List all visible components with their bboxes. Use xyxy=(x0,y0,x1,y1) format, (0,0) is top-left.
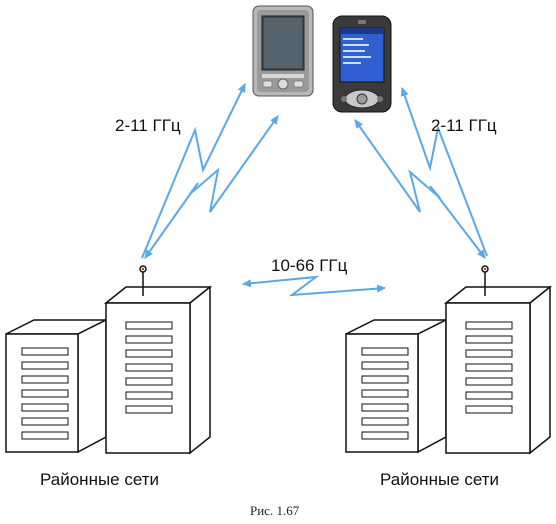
antenna-icon xyxy=(139,265,147,296)
left-building-label: Районные сети xyxy=(40,470,160,489)
figure-caption: Рис. 1.67 xyxy=(250,503,300,518)
pda-icon xyxy=(252,5,314,97)
smartphone-icon xyxy=(332,15,392,113)
right-building-label: Районные сети xyxy=(380,470,500,489)
link-left-pda xyxy=(141,83,279,259)
link-right-phone xyxy=(354,87,488,259)
building-icon xyxy=(443,285,553,455)
right-link-frequency: 2-11 ГГц xyxy=(431,116,497,135)
middle-link-frequency: 10-66 ГГц xyxy=(271,256,348,275)
building-icon xyxy=(345,318,447,454)
building-icon xyxy=(5,318,107,454)
left-link-frequency: 2-11 ГГц xyxy=(115,116,181,135)
link-middle-backhaul xyxy=(242,275,386,297)
building-icon xyxy=(103,285,213,455)
antenna-icon xyxy=(481,265,489,296)
